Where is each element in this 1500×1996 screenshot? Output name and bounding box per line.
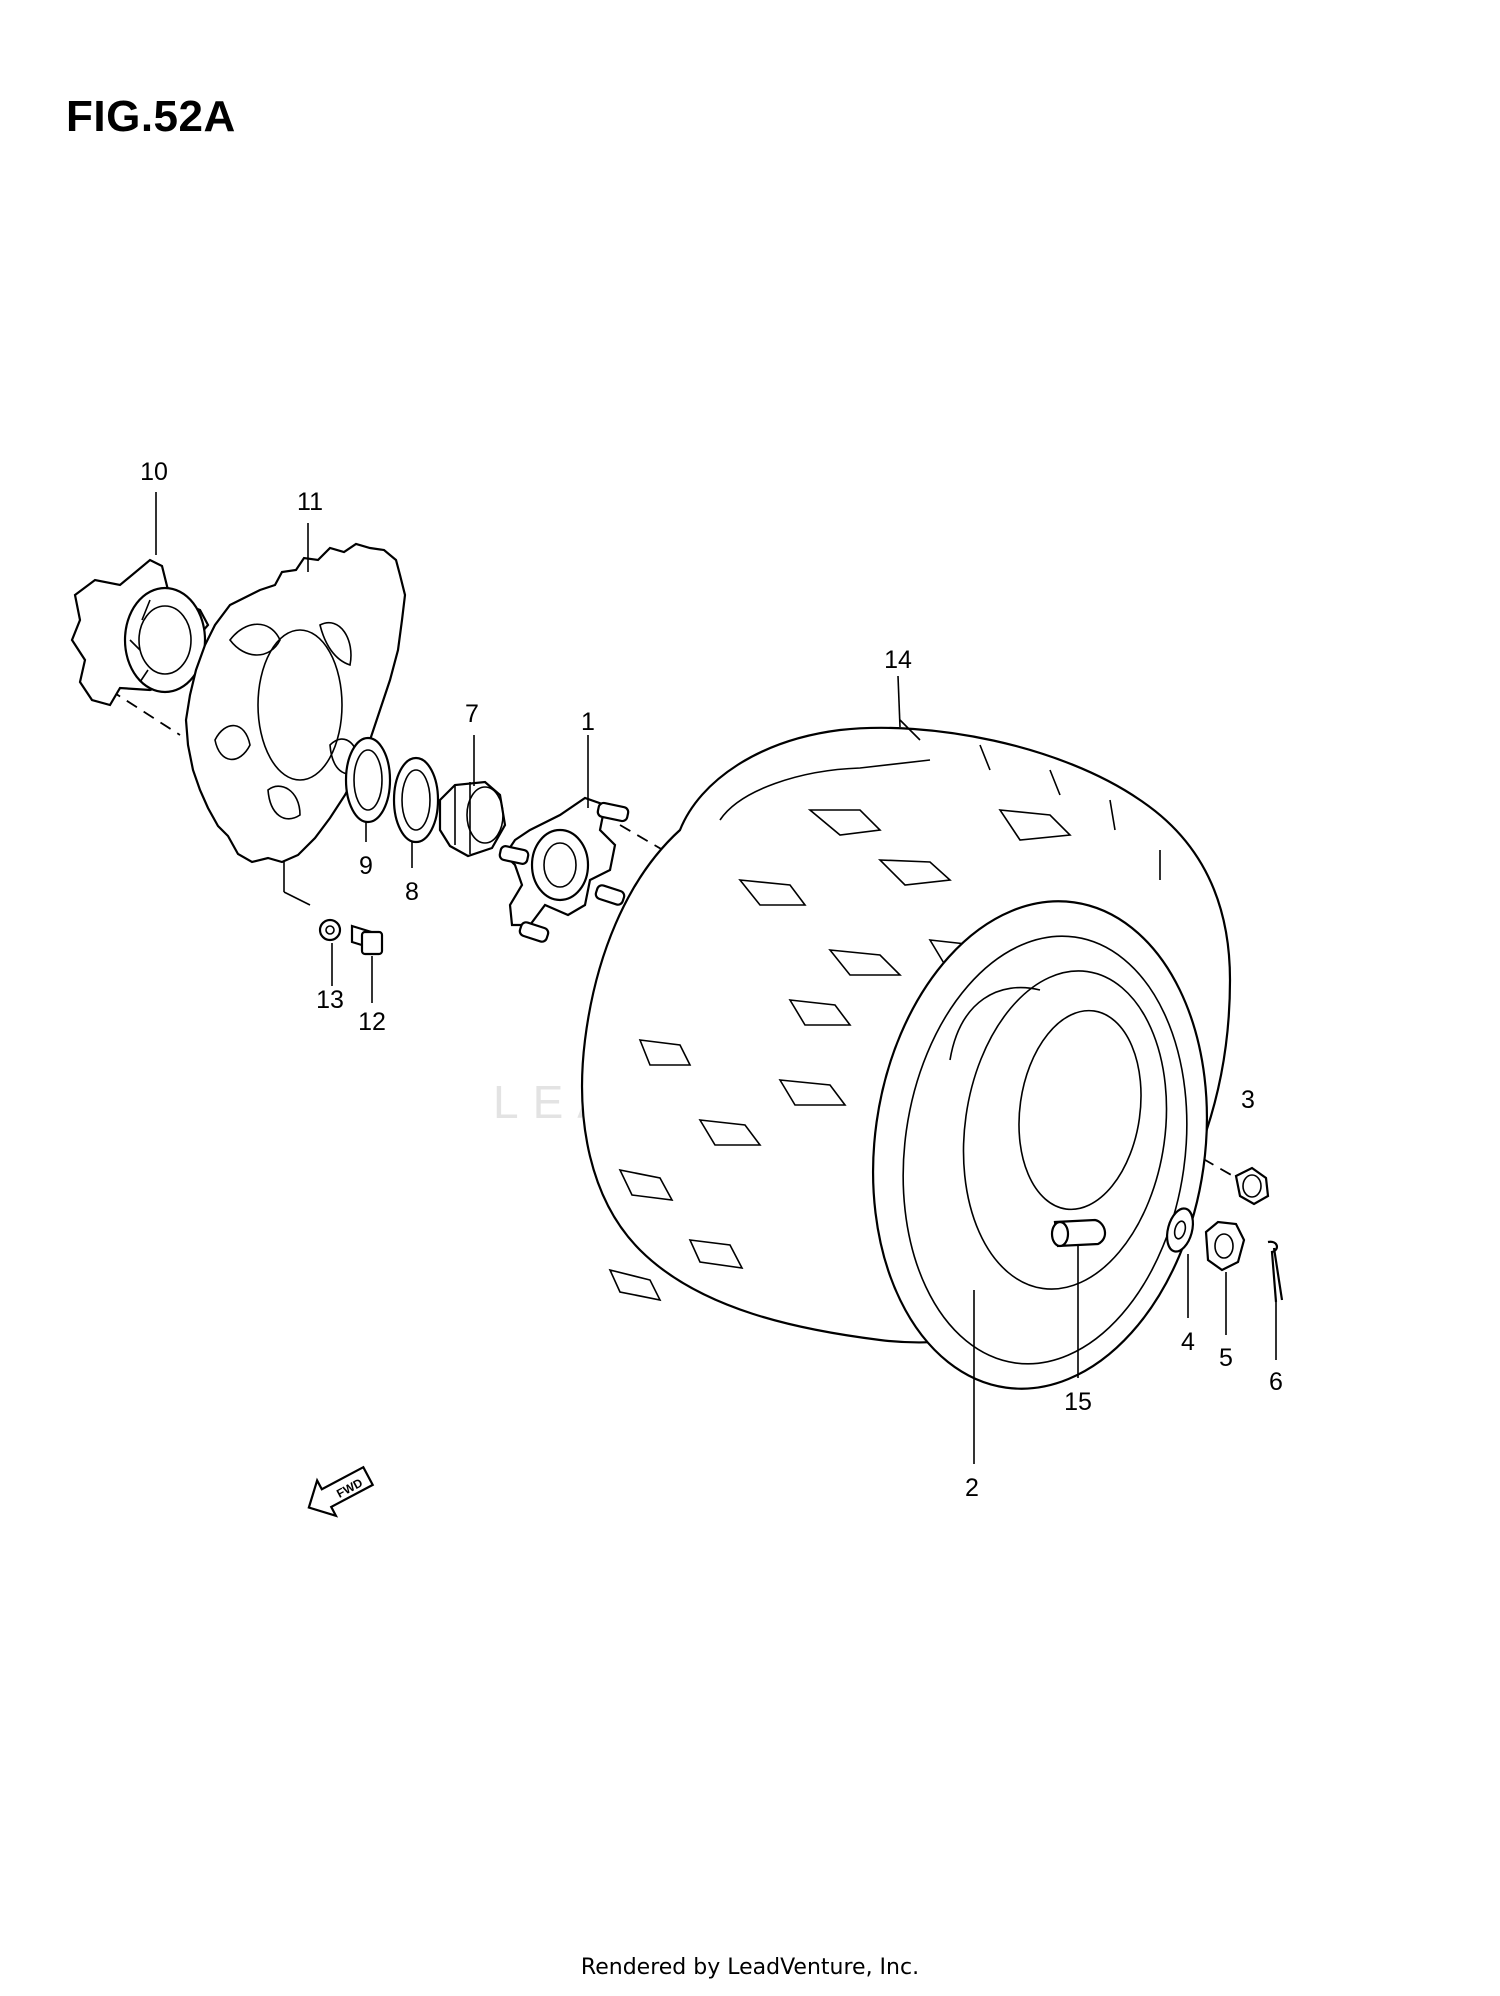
fwd-arrow: FWD xyxy=(307,1465,375,1518)
callout-2: 2 xyxy=(965,1474,979,1502)
hub-nut-part xyxy=(438,780,507,858)
washer-small-part xyxy=(318,918,342,942)
castle-nut-part xyxy=(1204,1220,1246,1272)
sprocket-hub-part xyxy=(70,558,210,707)
leader-lines xyxy=(155,492,1277,1464)
axis-line-10 xyxy=(109,689,181,736)
valve-part xyxy=(1050,1218,1107,1248)
callout-12: 12 xyxy=(358,1008,386,1036)
cotter-pin-part xyxy=(1267,1240,1284,1303)
o-ring-part xyxy=(392,756,440,844)
callout-13: 13 xyxy=(316,986,344,1014)
axis-line-1 xyxy=(619,824,681,861)
bolt-part xyxy=(350,924,384,956)
rear-wheel-part xyxy=(871,900,1209,1390)
figure-title: FIG.52A xyxy=(66,92,236,141)
callout-5: 5 xyxy=(1219,1344,1233,1372)
callout-8: 8 xyxy=(405,878,419,906)
callout-10: 10 xyxy=(140,458,168,486)
callout-labels: 10 11 7 1 14 9 8 13 12 3 4 5 6 15 2 xyxy=(140,458,1283,1502)
callout-6: 6 xyxy=(1269,1368,1283,1396)
washer-part xyxy=(1165,1207,1195,1253)
fwd-arrow-icon xyxy=(307,1465,375,1518)
callout-3: 3 xyxy=(1241,1086,1255,1114)
callout-15: 15 xyxy=(1064,1388,1092,1416)
callout-14: 14 xyxy=(884,646,912,674)
footer-credit: Rendered by LeadVenture, Inc. xyxy=(580,1955,920,1980)
callout-9: 9 xyxy=(359,852,373,880)
callout-4: 4 xyxy=(1181,1328,1195,1356)
callout-1: 1 xyxy=(581,708,595,736)
spacer-ring-part xyxy=(344,736,392,824)
callout-11: 11 xyxy=(297,488,323,516)
wheel-nut-part xyxy=(1234,1166,1270,1206)
callout-7: 7 xyxy=(465,700,479,728)
rear-hub-part xyxy=(498,796,630,943)
